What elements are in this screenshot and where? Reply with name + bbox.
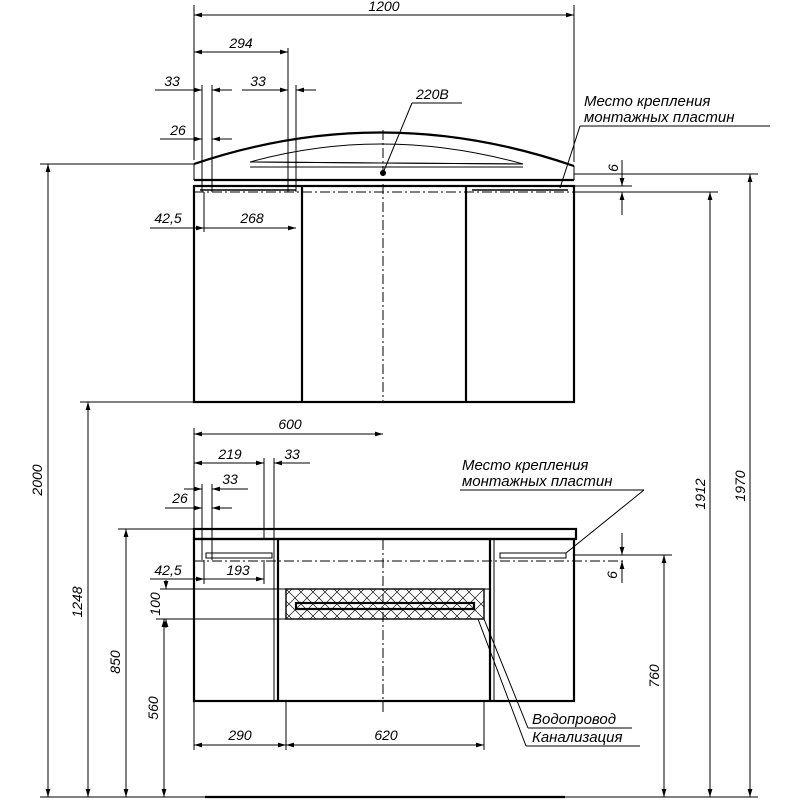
dim-219: 219 [217,446,242,462]
dim-26-bottom: 26 [171,490,188,506]
label-220v: 220В [415,86,449,102]
dim-100: 100 [147,592,163,616]
mirror-cabinet [192,131,576,404]
dim-42-5-bottom: 42,5 [154,562,181,578]
dim-268: 268 [239,210,264,226]
dim-1200: 1200 [368,0,399,14]
dim-6-bottom: 6 [604,571,620,579]
mount-label-top-2: монтажных пластин [584,109,734,126]
dim-6-top: 6 [605,164,621,172]
label-water-supply: Водопровод [532,711,616,728]
mount-label-top-1: Место крепления [584,93,710,110]
dim-620: 620 [374,727,398,743]
dim-26-top: 26 [169,122,186,138]
dim-850: 850 [107,650,123,674]
dim-33-right: 33 [250,73,266,89]
dim-600: 600 [278,416,302,432]
dim-290: 290 [227,727,252,743]
dim-33-bottom-b: 33 [284,446,300,462]
dim-33-bottom-a: 33 [222,471,238,487]
mount-label-bottom-2: монтажных пластин [462,473,612,490]
dim-760: 760 [646,664,662,688]
dim-1248: 1248 [69,586,85,617]
dim-193: 193 [226,562,250,578]
dim-1970: 1970 [732,470,748,501]
dim-33-left: 33 [164,73,180,89]
label-sewage: Канализация [532,729,623,746]
dim-2000: 2000 [29,464,45,496]
dim-560: 560 [145,696,161,720]
dim-1912: 1912 [692,478,708,509]
vanity-unit [192,527,578,703]
dim-42-5-top: 42,5 [154,210,181,226]
dim-294: 294 [228,35,253,51]
mount-label-bottom-1: Место крепления [462,457,588,474]
